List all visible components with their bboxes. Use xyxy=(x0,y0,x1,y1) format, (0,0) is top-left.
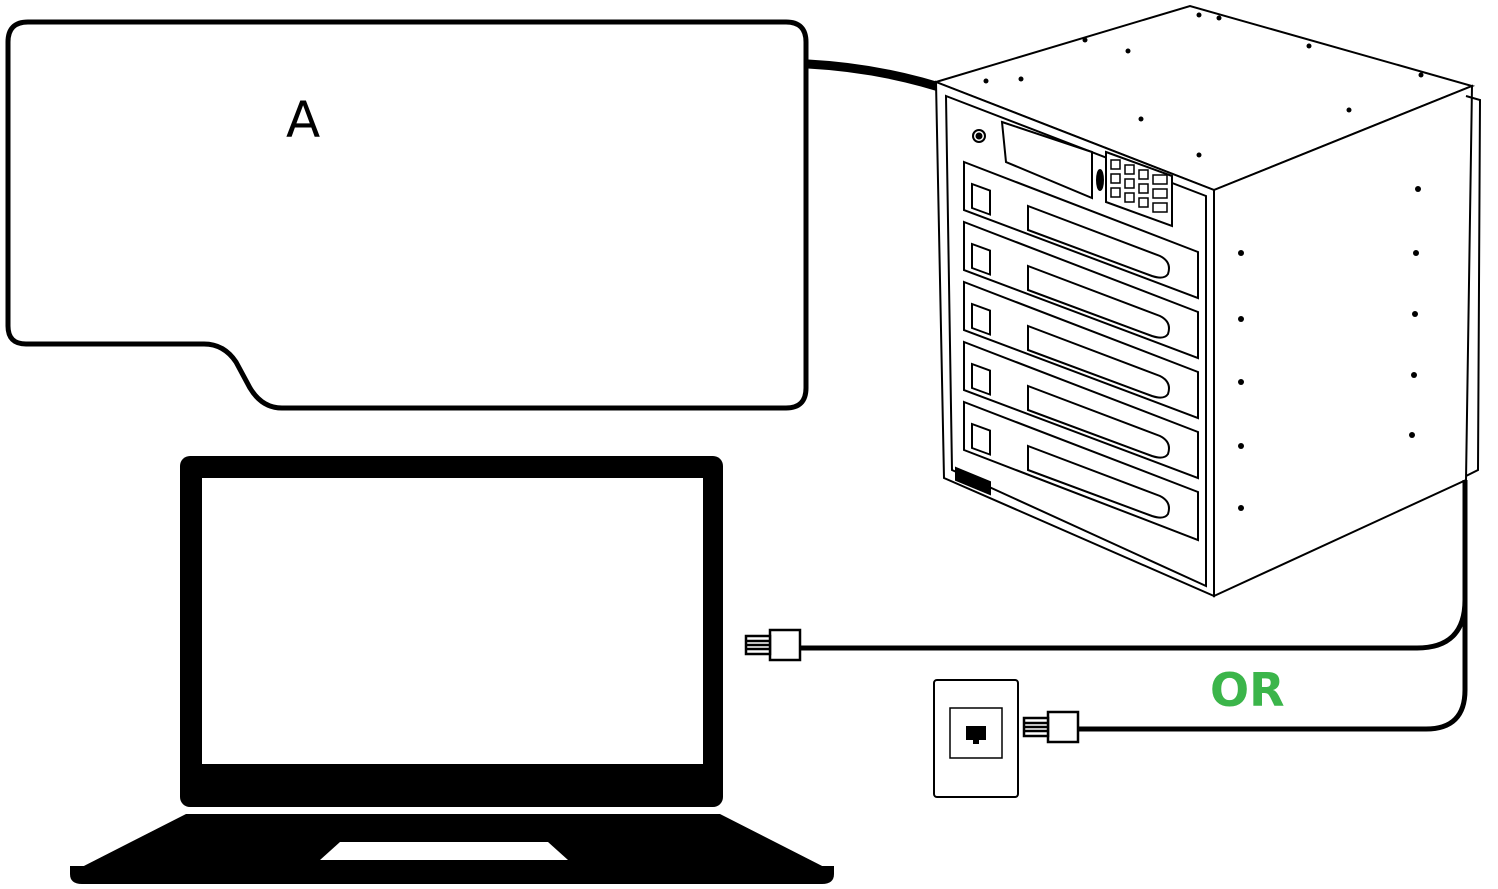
rj45-plug-icon xyxy=(744,628,802,662)
laptop-icon xyxy=(70,456,834,884)
rj45-plug-icon-wall xyxy=(1022,710,1080,744)
ethernet-wall-jack-icon xyxy=(933,679,1019,798)
or-label: OR xyxy=(1210,663,1285,717)
drawer-4 xyxy=(963,340,1199,480)
keypad-icon xyxy=(1105,150,1173,228)
drawer-5 xyxy=(963,400,1199,542)
charging-locker-icon xyxy=(932,4,1482,598)
drawer-2 xyxy=(963,220,1199,360)
drawer-1 xyxy=(963,160,1199,300)
ethernet-cables xyxy=(800,480,1468,732)
callout-letter: A xyxy=(286,91,320,149)
drawer-3 xyxy=(963,280,1199,420)
callout-bubble: A xyxy=(5,19,809,411)
cable-to-wall-jack xyxy=(1078,600,1468,732)
